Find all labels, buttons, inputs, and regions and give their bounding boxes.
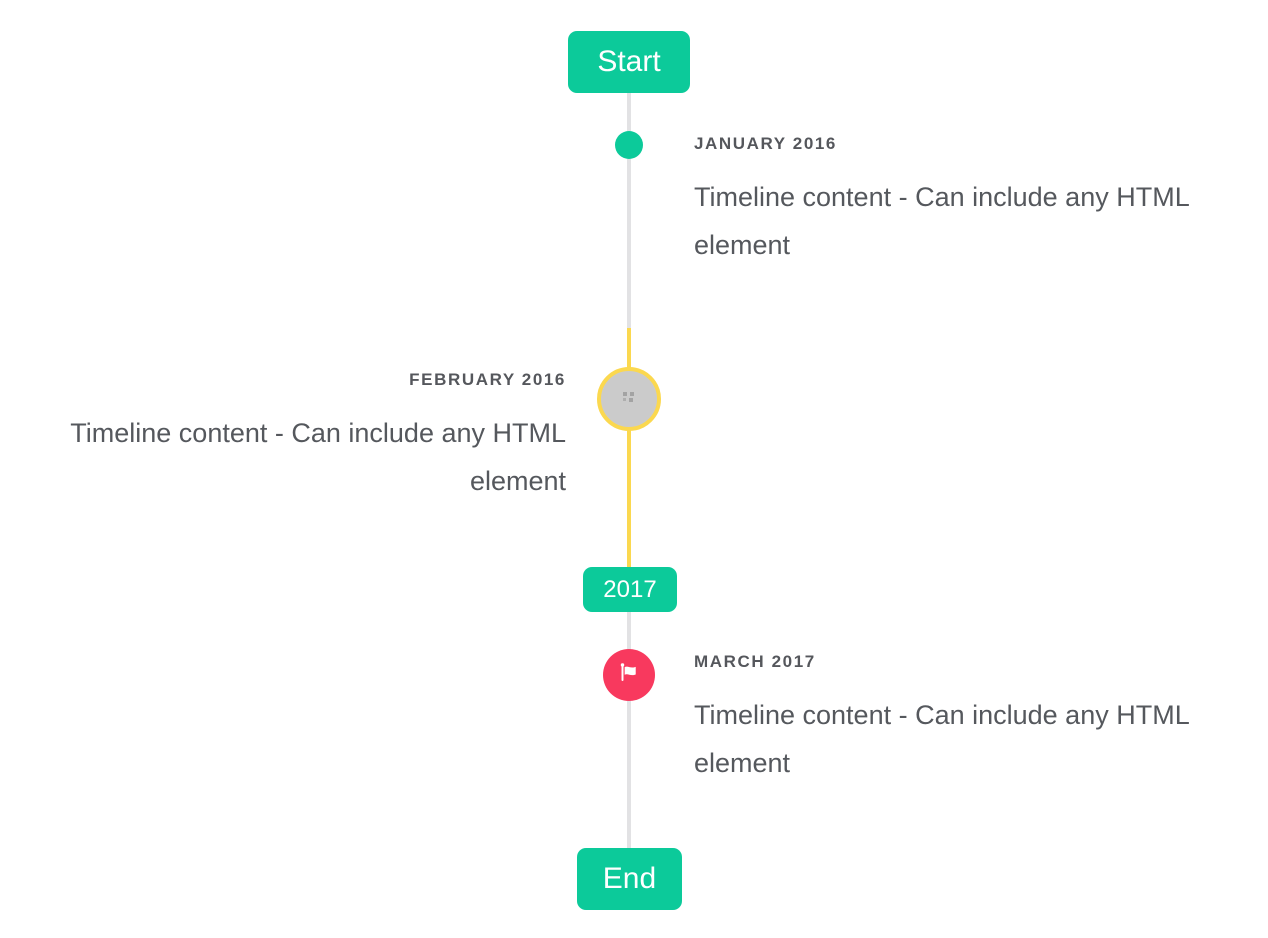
timeline-marker-flag-circle — [603, 649, 655, 701]
timeline-line-highlight — [627, 328, 631, 568]
entry-content: Timeline content - Can include any HTML … — [694, 182, 1189, 260]
timeline-start-label: Start — [597, 45, 661, 78]
entry-content: Timeline content - Can include any HTML … — [70, 418, 566, 496]
timeline-marker-dot — [615, 131, 643, 159]
timeline-year-badge: 2017 — [583, 567, 677, 612]
timeline-marker-image-circle — [597, 367, 661, 431]
entry-date: FEBRUARY 2016 — [409, 370, 566, 389]
entry-date: MARCH 2017 — [694, 652, 816, 671]
flag-icon — [616, 660, 642, 691]
timeline-entry-january: JANUARY 2016 Timeline content - Can incl… — [694, 134, 1218, 269]
timeline-end-label: End — [602, 862, 657, 895]
timeline-entry-february: FEBRUARY 2016 Timeline content - Can inc… — [42, 370, 566, 505]
entry-content: Timeline content - Can include any HTML … — [694, 700, 1189, 778]
entry-date: JANUARY 2016 — [694, 134, 837, 153]
timeline-end-badge: End — [577, 848, 682, 910]
timeline-year-label: 2017 — [603, 575, 657, 603]
broken-image-icon — [621, 390, 637, 409]
timeline-entry-march: MARCH 2017 Timeline content - Can includ… — [694, 652, 1218, 787]
timeline-start-badge: Start — [568, 31, 690, 93]
